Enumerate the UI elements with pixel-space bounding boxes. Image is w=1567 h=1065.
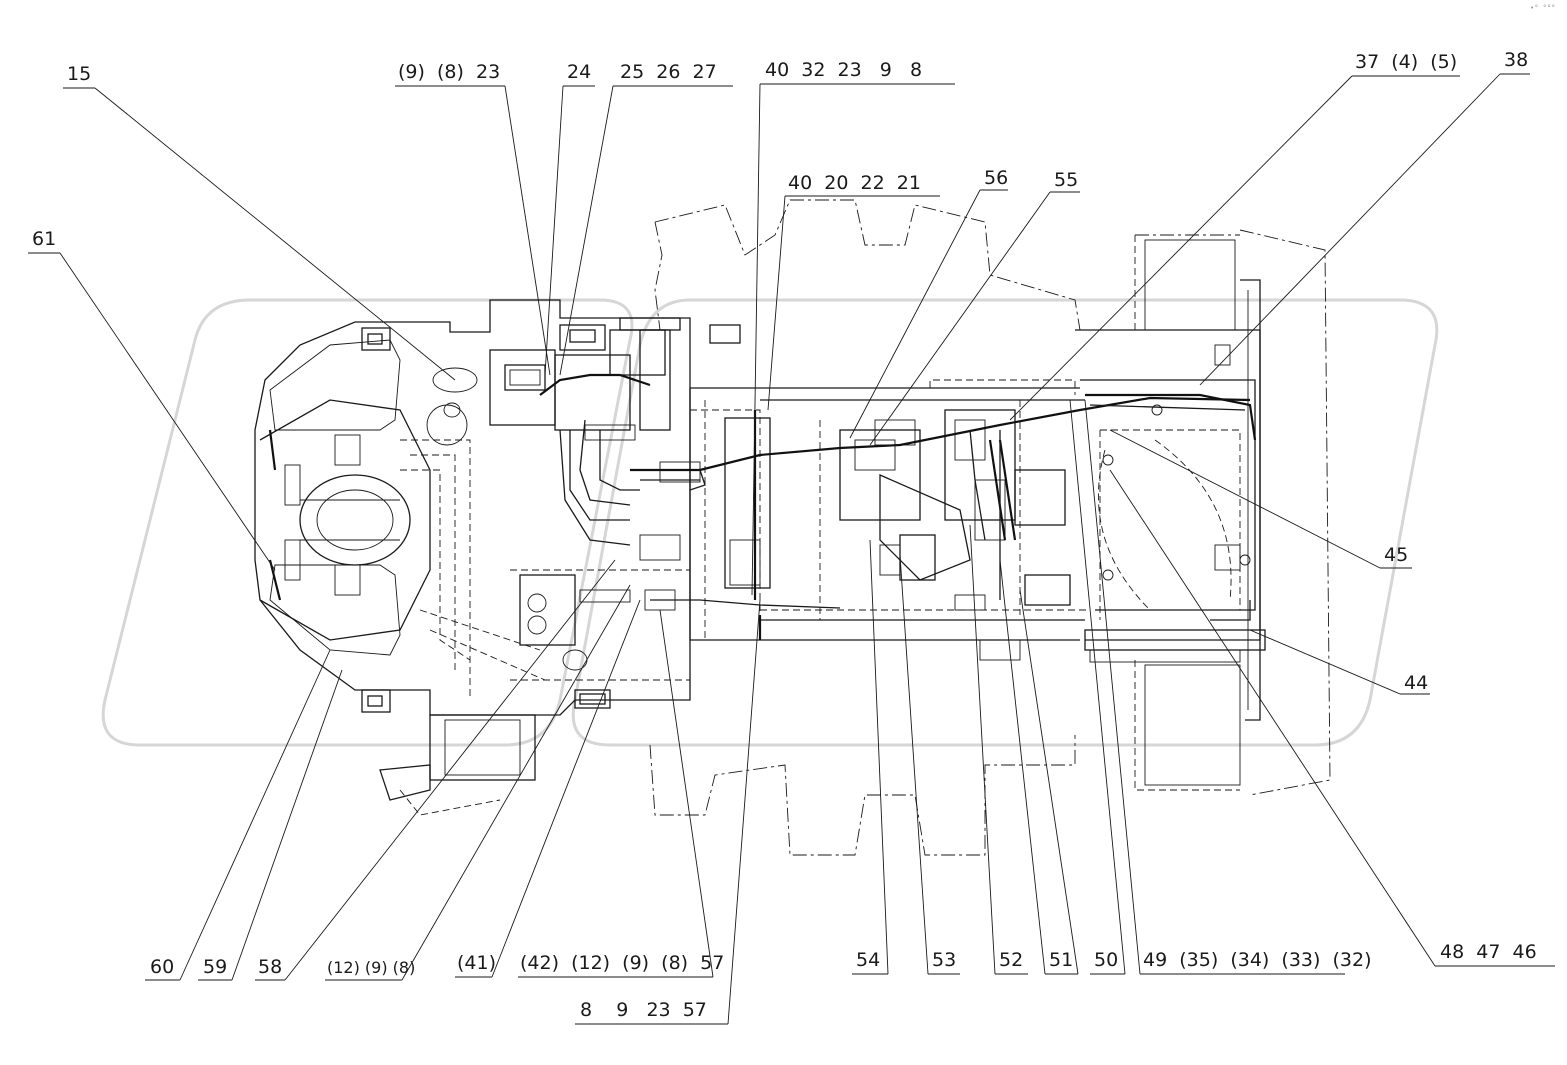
callout-40-20-22-21: 40 20 22 21	[788, 172, 921, 194]
callout-44: 44	[1404, 672, 1428, 694]
callout-55: 55	[1054, 169, 1078, 191]
callout-25-26-27: 25 26 27	[620, 61, 717, 83]
callout-37-4-5: 37 (4) (5)	[1355, 51, 1457, 73]
callout-48-47-46: 48 47 46	[1440, 941, 1537, 963]
callout-labels: 15 61 (9) (8) 23 24 25 26 27 40 32 23 9 …	[32, 49, 1537, 1021]
callout-9-8-23: (9) (8) 23	[398, 61, 500, 83]
callout-56: 56	[984, 167, 1008, 189]
watermark-outline	[101, 298, 1439, 747]
leader-lines	[28, 73, 1555, 1025]
callout-60: 60	[150, 956, 174, 978]
corner-mark: •° °°°	[1530, 4, 1555, 12]
rear-module	[1075, 229, 1331, 796]
operator-cab	[254, 299, 741, 816]
callout-53: 53	[932, 949, 956, 971]
callout-12-9-8: (12) (9) (8)	[327, 958, 415, 977]
callout-52: 52	[999, 949, 1023, 971]
callout-59: 59	[203, 956, 227, 978]
callout-45: 45	[1384, 544, 1408, 566]
callout-54: 54	[856, 949, 880, 971]
callout-38: 38	[1504, 49, 1528, 71]
callout-8-9-23-57: 8 9 23 57	[580, 999, 707, 1021]
callout-58: 58	[258, 956, 282, 978]
callout-42-12-9-8-57: (42) (12) (9) (8) 57	[520, 952, 724, 974]
callout-15: 15	[67, 63, 91, 85]
callout-40-32-23-9-8: 40 32 23 9 8	[765, 59, 922, 81]
callout-49-35-34-33-32: 49 (35) (34) (33) (32)	[1143, 949, 1372, 971]
callout-24: 24	[567, 61, 591, 83]
callout-61: 61	[32, 228, 56, 250]
callout-50: 50	[1094, 949, 1118, 971]
callout-51: 51	[1049, 949, 1073, 971]
callout-41: (41)	[457, 952, 496, 974]
main-frame	[539, 373, 1251, 661]
tire-envelope	[649, 199, 1081, 856]
